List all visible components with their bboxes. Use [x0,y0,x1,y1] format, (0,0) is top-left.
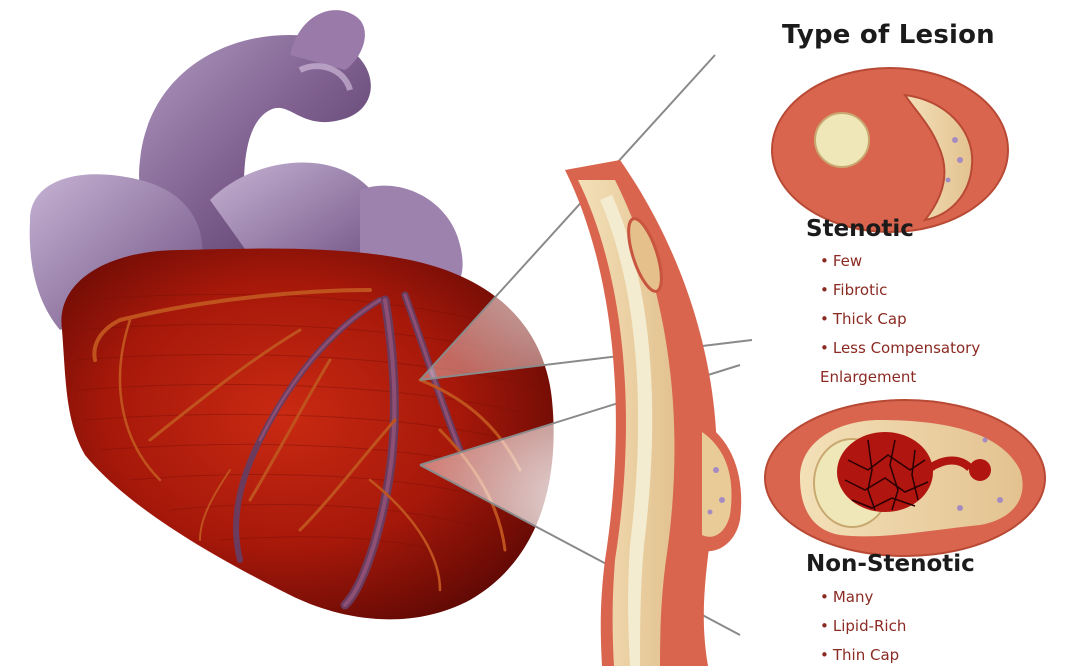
list-item: •Fibrotic [820,276,1050,305]
diagram-title: Type of Lesion [782,20,995,50]
non-stenotic-heading: Non-Stenotic [806,551,975,577]
list-item: •Thin Cap [820,641,906,666]
stenotic-heading: Stenotic [806,216,914,242]
list-item: •Less Compensatory Enlargement [820,334,1050,392]
list-item: •Lipid-Rich [820,612,906,641]
non-stenotic-feature-list: •Many •Lipid-Rich •Thin Cap [820,583,906,666]
non-stenotic-cross-section [765,400,1045,556]
list-item: •Many [820,583,906,612]
list-item: •Few [820,247,1050,276]
heart-ventricles [61,249,553,620]
stenotic-feature-list: •Few •Fibrotic •Thick Cap •Less Compensa… [820,247,1050,392]
list-item: •Thick Cap [820,305,1050,334]
